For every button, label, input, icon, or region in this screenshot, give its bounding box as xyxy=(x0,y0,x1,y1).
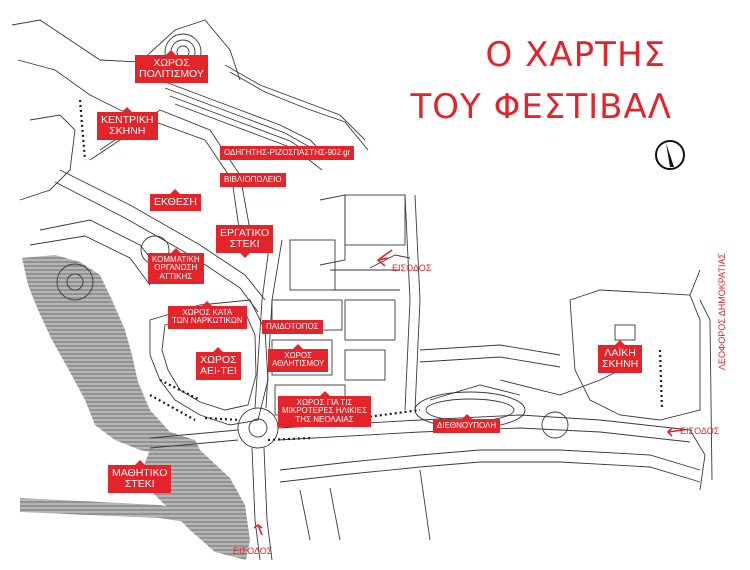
north-arrow-icon xyxy=(655,140,685,170)
label-line: ΣΚΗΝΗ xyxy=(109,125,146,138)
label-mikroteres-ilikies[interactable]: ΧΩΡΟΣ ΓΙΑ ΤΙΣ ΜΙΚΡΟΤΕΡΕΣ ΗΛΙΚΙΕΣ ΤΗΣ ΝΕΟ… xyxy=(278,391,372,428)
entrance-arrows xyxy=(253,249,684,536)
label-line: ΤΗΣ ΝΕΟΛΑΙΑΣ xyxy=(295,414,354,424)
label-pointer xyxy=(615,340,626,345)
label-line: ΚΕΝΤΡΙΚΗ xyxy=(101,114,154,126)
label-xoros-athlitismou[interactable]: ΧΩΡΟΣ ΑΘΛΗΤΙΣΜΟΥ xyxy=(268,344,329,372)
label-kommatiki-organosi[interactable]: ΚΟΜΜΑΤΙΚΗ ΟΡΓΑΝΩΣΗ ΑΤΤΙΚΗΣ xyxy=(148,248,204,285)
map-title-line-1: Ο ΧΑΡΤΗΣ xyxy=(485,35,666,75)
label-line: ΣΤΕΚΙ xyxy=(229,238,260,251)
label-pointer xyxy=(461,414,472,419)
label-pointer xyxy=(215,148,220,158)
label-mathitiko-steki[interactable]: ΜΑΘΗΤΙΚΟ ΣΤΕΚΙ xyxy=(108,460,172,494)
label-line: ΒΙΒΛΙΟΠΩΛΕΙΟ xyxy=(224,175,282,184)
entrance-east[interactable]: ΕΙΣΟΔΟΣ xyxy=(680,426,720,436)
label-pointer xyxy=(213,347,224,352)
label-xoros-politismou[interactable]: ΧΩΡΟΣ ΠΟΛΙΤΙΣΜΟΥ xyxy=(135,50,208,84)
label-line: ΚΟΜΜΑΤΙΚΗ xyxy=(152,255,200,264)
label-pointer xyxy=(170,189,181,194)
label-pointer xyxy=(319,391,330,396)
label-odigitis[interactable]: ΟΔΗΓΗΤΗΣ-ΡΙΖΟΣΠΑΣΤΗΣ-902.gr xyxy=(220,146,355,161)
label-ekthesi[interactable]: ΕΚΘΕΣΗ xyxy=(150,189,201,212)
label-xoros-aei-tei[interactable]: ΧΩΡΟΣ ΑΕΙ-ΤΕΙ xyxy=(196,347,241,381)
label-pointer xyxy=(134,460,145,465)
label-line: ΧΩΡΟΣ xyxy=(284,351,313,360)
label-line: ΕΡΓΑΤΙΚΟ xyxy=(220,227,270,239)
label-line: ΧΩΡΟΣ ΓΙΑ ΤΙΣ xyxy=(296,398,353,407)
map-title-line-2: ΤΟΥ ΦΕΣΤΙΒΑΛ xyxy=(410,87,672,127)
label-ergatiko-steki[interactable]: ΕΡΓΑΤΙΚΟ ΣΤΕΚΙ xyxy=(216,225,274,259)
label-line: ΑΘΛΗΤΙΣΜΟΥ xyxy=(272,359,325,369)
label-line: ΟΔΗΓΗΤΗΣ-ΡΙΖΟΣΠΑΣΤΗΣ-902.gr xyxy=(224,148,351,157)
label-line: ΜΑΘΗΤΙΚΟ xyxy=(112,467,168,479)
label-pointer xyxy=(239,253,250,259)
label-pointer xyxy=(122,107,133,112)
label-pointer xyxy=(293,344,304,349)
label-line: ΤΩΝ ΝΑΡΚΩΤΙΚΩΝ xyxy=(172,316,243,326)
label-line: ΠΑΙΔΟΤΟΠΟΣ xyxy=(266,322,319,331)
label-paidotopos[interactable]: ΠΑΙΔΟΤΟΠΟΣ xyxy=(262,320,323,335)
label-line: ΟΡΓΑΝΩΣΗ xyxy=(154,263,198,273)
label-line: ΛΑΪΚΗ xyxy=(604,347,636,359)
label-vivliopoleio[interactable]: ΒΙΒΛΙΟΠΩΛΕΙΟ xyxy=(220,173,286,188)
label-diethnoupoli[interactable]: ΔΙΕΘΝΟΥΠΟΛΗ xyxy=(433,414,501,434)
label-line: ΑΕΙ-ΤΕΙ xyxy=(200,365,237,378)
label-pointer xyxy=(215,175,220,185)
label-line: ΑΤΤΙΚΗΣ xyxy=(159,271,193,281)
label-pointer xyxy=(166,50,177,55)
label-line: ΧΩΡΟΣ xyxy=(200,354,237,366)
label-line: ΧΩΡΟΣ xyxy=(153,57,190,69)
label-line: ΕΚΘΕΣΗ xyxy=(154,196,197,208)
label-line: ΔΙΕΘΝΟΥΠΟΛΗ xyxy=(437,421,497,430)
entrance-south[interactable]: ΕΙΣΟΔΟΣ xyxy=(233,546,273,556)
label-line: ΣΚΗΝΗ xyxy=(602,358,639,371)
label-line: ΧΩΡΟΣ ΚΑΤΑ xyxy=(182,308,233,317)
label-pointer xyxy=(170,248,181,253)
label-narkotika[interactable]: ΧΩΡΟΣ ΚΑΤΑ ΤΩΝ ΝΑΡΚΩΤΙΚΩΝ xyxy=(168,301,247,329)
label-kentriki-skini[interactable]: ΚΕΝΤΡΙΚΗ ΣΚΗΝΗ xyxy=(97,107,158,141)
label-line: ΣΤΕΚΙ xyxy=(124,478,155,491)
label-pointer xyxy=(202,301,213,306)
street-name: ΛΕΟΦΟΡΟΣ ΔΗΜΟΚΡΑΤΙΑΣ xyxy=(717,252,727,370)
hatched-areas xyxy=(20,255,250,560)
dashed-lines xyxy=(78,99,664,442)
label-line: ΠΟΛΙΤΙΣΜΟΥ xyxy=(139,68,204,81)
entrance-north[interactable]: ΕΙΣΟΔΟΣ xyxy=(392,263,432,273)
label-line: ΜΙΚΡΟΤΕΡΕΣ ΗΛΙΚΙΕΣ xyxy=(282,406,368,416)
label-laiki-skini[interactable]: ΛΑΪΚΗ ΣΚΗΝΗ xyxy=(598,340,643,374)
